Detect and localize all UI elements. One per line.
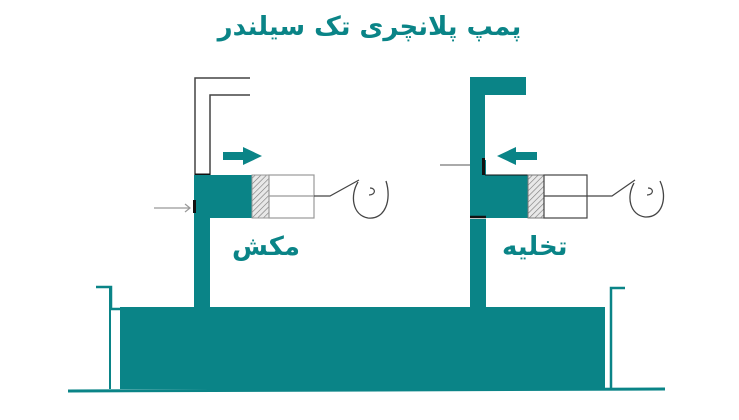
suction-piston-head (251, 174, 270, 219)
reservoir-fluid (120, 307, 605, 389)
reservoir-left-wall (96, 285, 120, 311)
suction-connecting-rod (314, 179, 360, 197)
discharge-label: تخلیه (502, 232, 568, 262)
suction-inlet-pipe (194, 218, 210, 310)
suction-crank-icon (352, 180, 389, 219)
arrow-left-icon (497, 147, 537, 165)
discharge-outlet-valve (482, 158, 485, 175)
discharge-inlet-pipe (470, 219, 486, 310)
suction-chamber-fluid (194, 175, 252, 218)
discharge-crank-icon (629, 180, 665, 218)
discharge-stage (440, 77, 665, 310)
suction-outlet-pipe-inner (209, 94, 250, 175)
discharge-chamber-fluid (470, 175, 528, 218)
reservoir-base (67, 387, 666, 393)
discharge-connecting-rod (587, 179, 636, 197)
discharge-piston-head (527, 174, 545, 219)
discharge-outlet-pipe (470, 77, 526, 175)
reservoir-right-wall (609, 286, 625, 390)
suction-label: مکش (232, 232, 300, 262)
inflow-arrow-icon (184, 203, 191, 213)
reservoir (67, 285, 666, 393)
arrow-right-icon (223, 147, 262, 165)
suction-outlet-pipe-outer (194, 77, 250, 175)
suction-stage (154, 77, 389, 310)
suction-inlet-valve (193, 200, 196, 213)
diagram-title: پمپ پلانچری تک سیلندر (217, 12, 522, 42)
